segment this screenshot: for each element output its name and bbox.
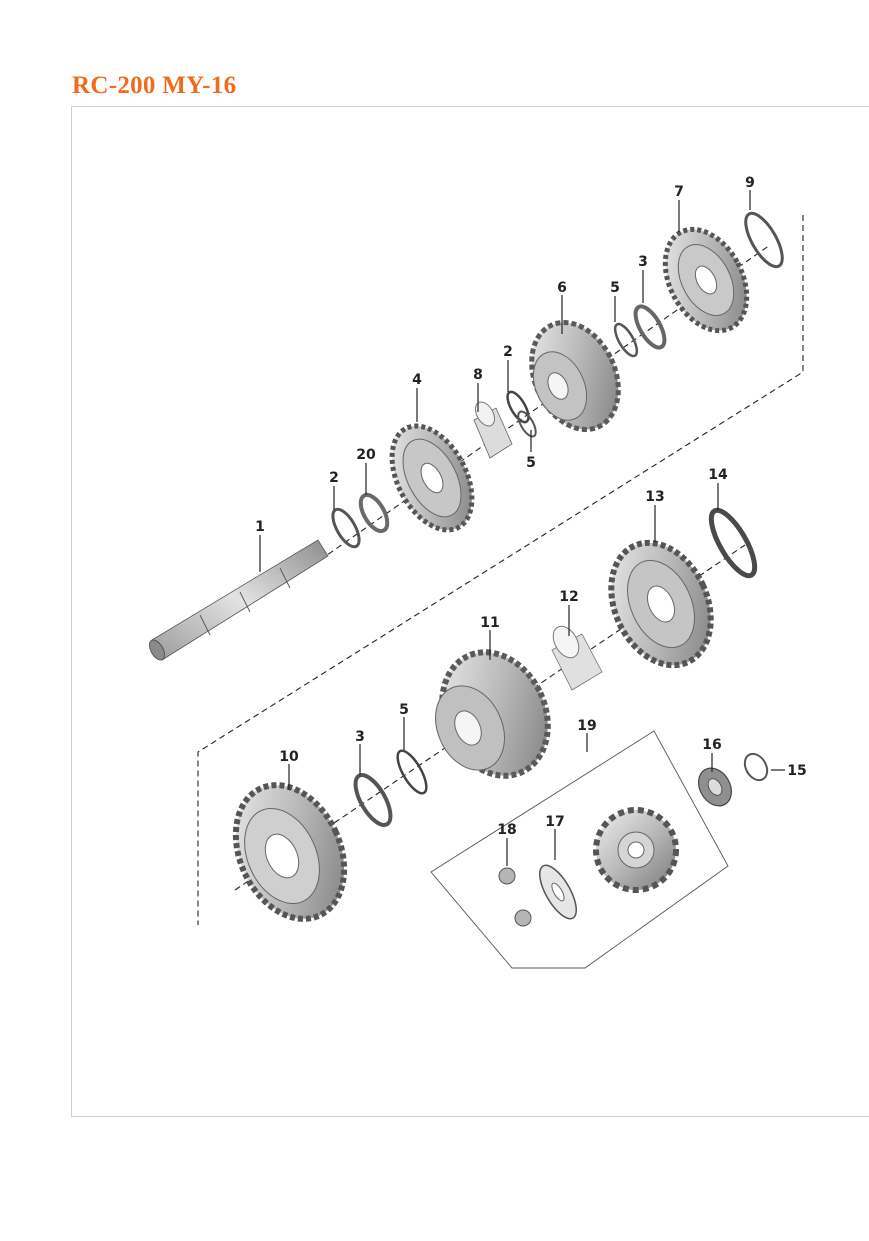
callout-18: 18 [497,822,516,838]
part-12-bushing [551,625,603,691]
part-2-ring-b [506,390,530,424]
sprocket [593,807,679,893]
part-3-washer-b [353,773,393,827]
callout-13: 13 [645,489,664,505]
part-10-gear [232,782,348,922]
callout-20: 20 [356,447,376,463]
callout-10: 10 [279,749,299,765]
callout-11: 11 [480,615,499,631]
callout-7: 7 [674,184,684,200]
part-5-ring-a [517,410,537,438]
callout-9: 9 [745,175,755,191]
part-6-gear [529,320,621,432]
part-13-gear [608,539,714,669]
part-17-lock-plate [539,864,577,920]
callout-15: 15 [787,763,806,779]
callout-6: 6 [557,280,567,296]
callout-3-a: 3 [638,254,648,270]
part-2-ring-a [331,507,361,549]
group-19-outline [430,730,729,969]
part-7-gear [662,226,750,334]
assembly-boundary [197,215,804,925]
callout-14: 14 [708,467,728,483]
callout-5-a: 5 [526,455,536,471]
callout-2-a: 2 [329,470,339,486]
part-16-bearing [698,767,732,807]
callout-5-b: 5 [610,280,620,296]
part-5-ring-c [396,749,428,795]
callout-2-b: 2 [503,344,513,360]
part-15-circlip [743,752,769,782]
part-11-gear [435,649,551,779]
leader-lines [259,190,785,866]
callout-16: 16 [702,737,721,753]
callout-19: 19 [577,718,596,734]
callout-3-b: 3 [355,729,365,745]
callout-17: 17 [545,814,564,830]
callout-1: 1 [255,519,265,535]
callout-5-c: 5 [399,702,409,718]
part-8-bushing [473,401,513,459]
part-20-washer [358,492,390,534]
part-3-washer-a [633,304,667,350]
part-1-shaft [149,539,329,661]
callout-8: 8 [473,367,483,383]
part-4-gear [389,423,475,533]
part-14-washer [708,507,758,579]
page-title: RC-200 MY-16 [72,72,237,99]
part-5-ring-b [613,322,639,358]
part-18-bolts [498,867,532,927]
callout-12: 12 [559,589,578,605]
part-9-washer [744,211,784,269]
callout-4: 4 [412,372,422,388]
diagram-frame [71,106,869,1117]
